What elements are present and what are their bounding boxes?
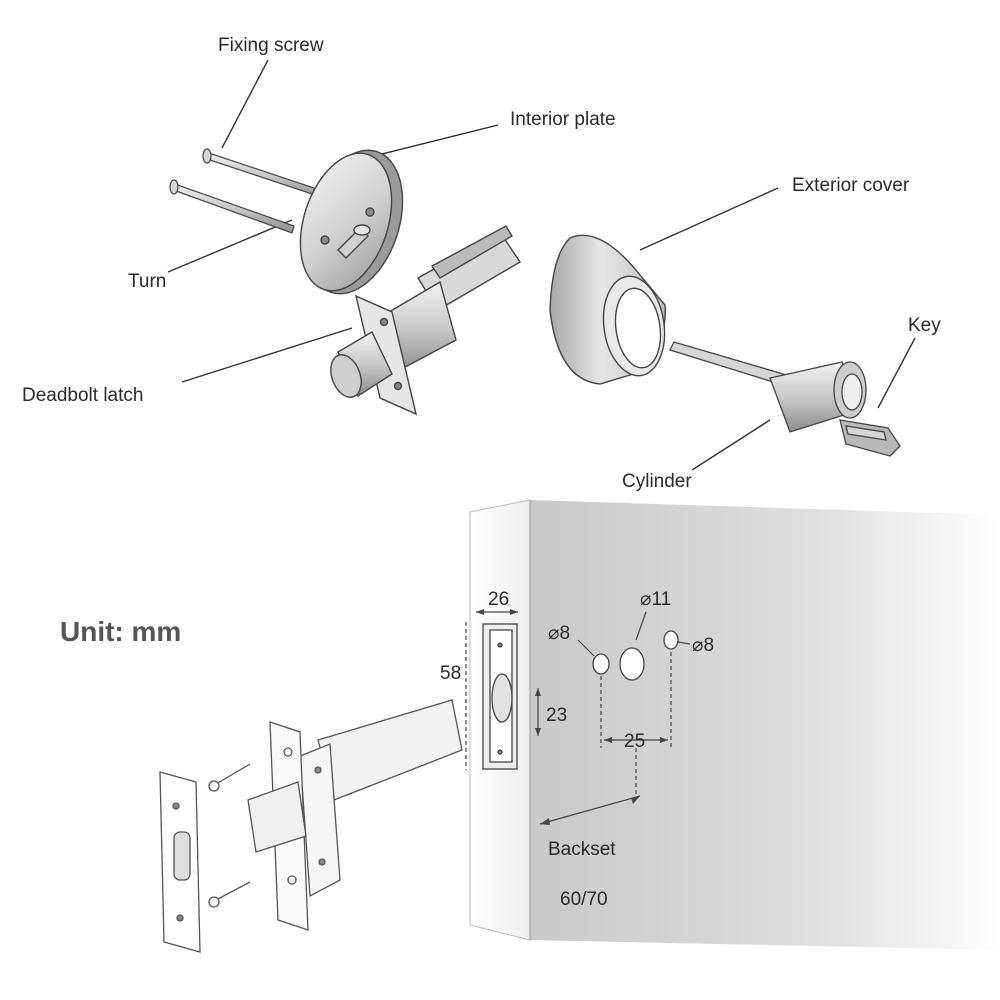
label-exterior-cover: Exterior cover — [792, 175, 910, 196]
dim-hole-center: ⌀11 — [640, 589, 672, 610]
dim-backset-label: Backset — [548, 839, 616, 860]
cylinder — [669, 341, 867, 433]
dim-hole-left: ⌀8 — [548, 623, 571, 644]
dim-hole-spacing: 25 — [624, 731, 646, 752]
label-deadbolt-latch: Deadbolt latch — [22, 385, 144, 406]
face-holes — [592, 630, 679, 681]
dim-faceplate-width: 26 — [488, 589, 510, 610]
dimension-lines — [465, 609, 691, 825]
label-key: Key — [908, 315, 941, 336]
label-interior-plate: Interior plate — [510, 109, 616, 130]
interior-plate — [299, 149, 404, 295]
dim-latch-length: 58 — [440, 663, 462, 684]
exterior-cover — [549, 234, 666, 385]
unit-label: Unit: mm — [60, 616, 182, 647]
label-cylinder: Cylinder — [622, 471, 692, 492]
fixing-screws — [169, 148, 333, 234]
leader-lines — [167, 59, 916, 471]
label-fixing-screw: Fixing screw — [218, 35, 324, 56]
dim-backset-value: 60/70 — [560, 889, 608, 910]
key — [839, 419, 901, 457]
label-turn: Turn — [128, 271, 167, 292]
deadbolt-latch — [330, 225, 521, 416]
exploded-view — [167, 59, 916, 471]
edge-bore — [482, 623, 518, 770]
latch-assembly — [159, 699, 463, 953]
installation-drawing — [159, 499, 1000, 953]
dim-bore-height: 23 — [546, 705, 568, 726]
dim-hole-right: ⌀8 — [692, 635, 715, 656]
